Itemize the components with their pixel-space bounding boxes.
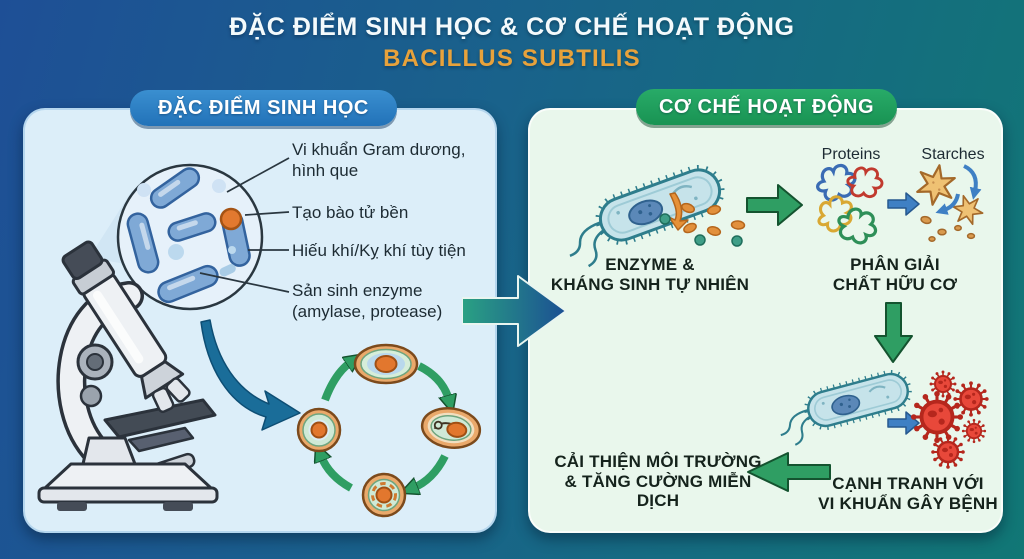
endospore-dot: [219, 207, 243, 231]
page-title: ĐẶC ĐIỂM SINH HỌC & CƠ CHẾ HOẠT ĐỘNG: [229, 13, 795, 41]
enzyme-secretion-icon: [659, 192, 746, 247]
curved-arrow-icon: [200, 319, 301, 431]
caption-decompose: PHÂN GIẢI CHẤT HỮU CƠ: [795, 255, 995, 294]
protein-molecules-icon: [812, 160, 888, 253]
mechanism-header-label: CƠ CHẾ HOẠT ĐỘNG: [658, 95, 875, 118]
label-gram-positive-line1: Vi khuẩn Gram dương,: [292, 140, 466, 159]
biology-artwork: [37, 157, 482, 518]
caption-enzyme-line1: ENZYME &: [605, 255, 695, 274]
label-endospore: Tạo bào tử bền: [292, 203, 409, 222]
pathogen-virus-icon: [909, 369, 990, 471]
caption-compete-line2: VI KHUẨN GÂY BỆNH: [818, 493, 998, 513]
mechanism-panel-header: CƠ CHẾ HOẠT ĐỘNG: [636, 89, 897, 125]
label-aerobic: Hiếu khí/Kỵ khí tùy tiện: [292, 241, 466, 260]
magnified-bacteria-icon: [116, 163, 264, 311]
green-arrow-left-icon: [747, 452, 831, 492]
bacteria-cell-icon: [773, 370, 914, 448]
caption-decompose-line2: CHẤT HỮU CƠ: [832, 274, 958, 294]
biology-header-label: ĐẶC ĐIỂM SINH HỌC: [158, 96, 369, 119]
proteins-label: Proteins: [821, 146, 881, 163]
starches-label: Starches: [921, 146, 985, 163]
caption-compete-line1: CẠNH TRANH VỚI: [832, 474, 984, 493]
caption-improve-line1: CẢI THIỆN MÔI TRƯỜNG: [554, 452, 762, 471]
green-arrow-down-icon: [874, 302, 913, 363]
page-subtitle: BACILLUS SUBTILIS: [383, 45, 641, 72]
caption-improve: CẢI THIỆN MÔI TRƯỜNG & TĂNG CƯỜNG MIỄN D…: [544, 452, 772, 511]
spore-lifecycle-icon: [296, 343, 482, 518]
microscope-icon: [37, 240, 219, 511]
caption-improve-line2: & TĂNG CƯỜNG MIỄN DỊCH: [564, 471, 752, 511]
blue-arrow-right-icon: [887, 192, 920, 216]
label-enzyme-line1: Sản sinh enzyme: [292, 281, 423, 300]
green-arrow-right-icon: [746, 184, 803, 226]
caption-compete: CẠNH TRANH VỚI VI KHUẨN GÂY BỆNH: [806, 474, 1010, 513]
leader-lines: [199, 157, 290, 293]
caption-decompose-line1: PHÂN GIẢI: [850, 255, 940, 274]
starch-granules-icon: [916, 164, 984, 242]
caption-enzyme-line2: KHÁNG SINH TỰ NHIÊN: [550, 274, 750, 294]
mechanism-artwork: [528, 108, 990, 492]
label-enzyme-line2: (amylase, protease): [292, 302, 443, 321]
biology-panel-header: ĐẶC ĐIỂM SINH HỌC: [130, 90, 397, 126]
panel-link-arrow-icon: [462, 275, 567, 347]
label-gram-positive-line2: hình que: [292, 161, 359, 180]
caption-enzyme-antibiotic: ENZYME & KHÁNG SINH TỰ NHIÊN: [550, 255, 750, 294]
